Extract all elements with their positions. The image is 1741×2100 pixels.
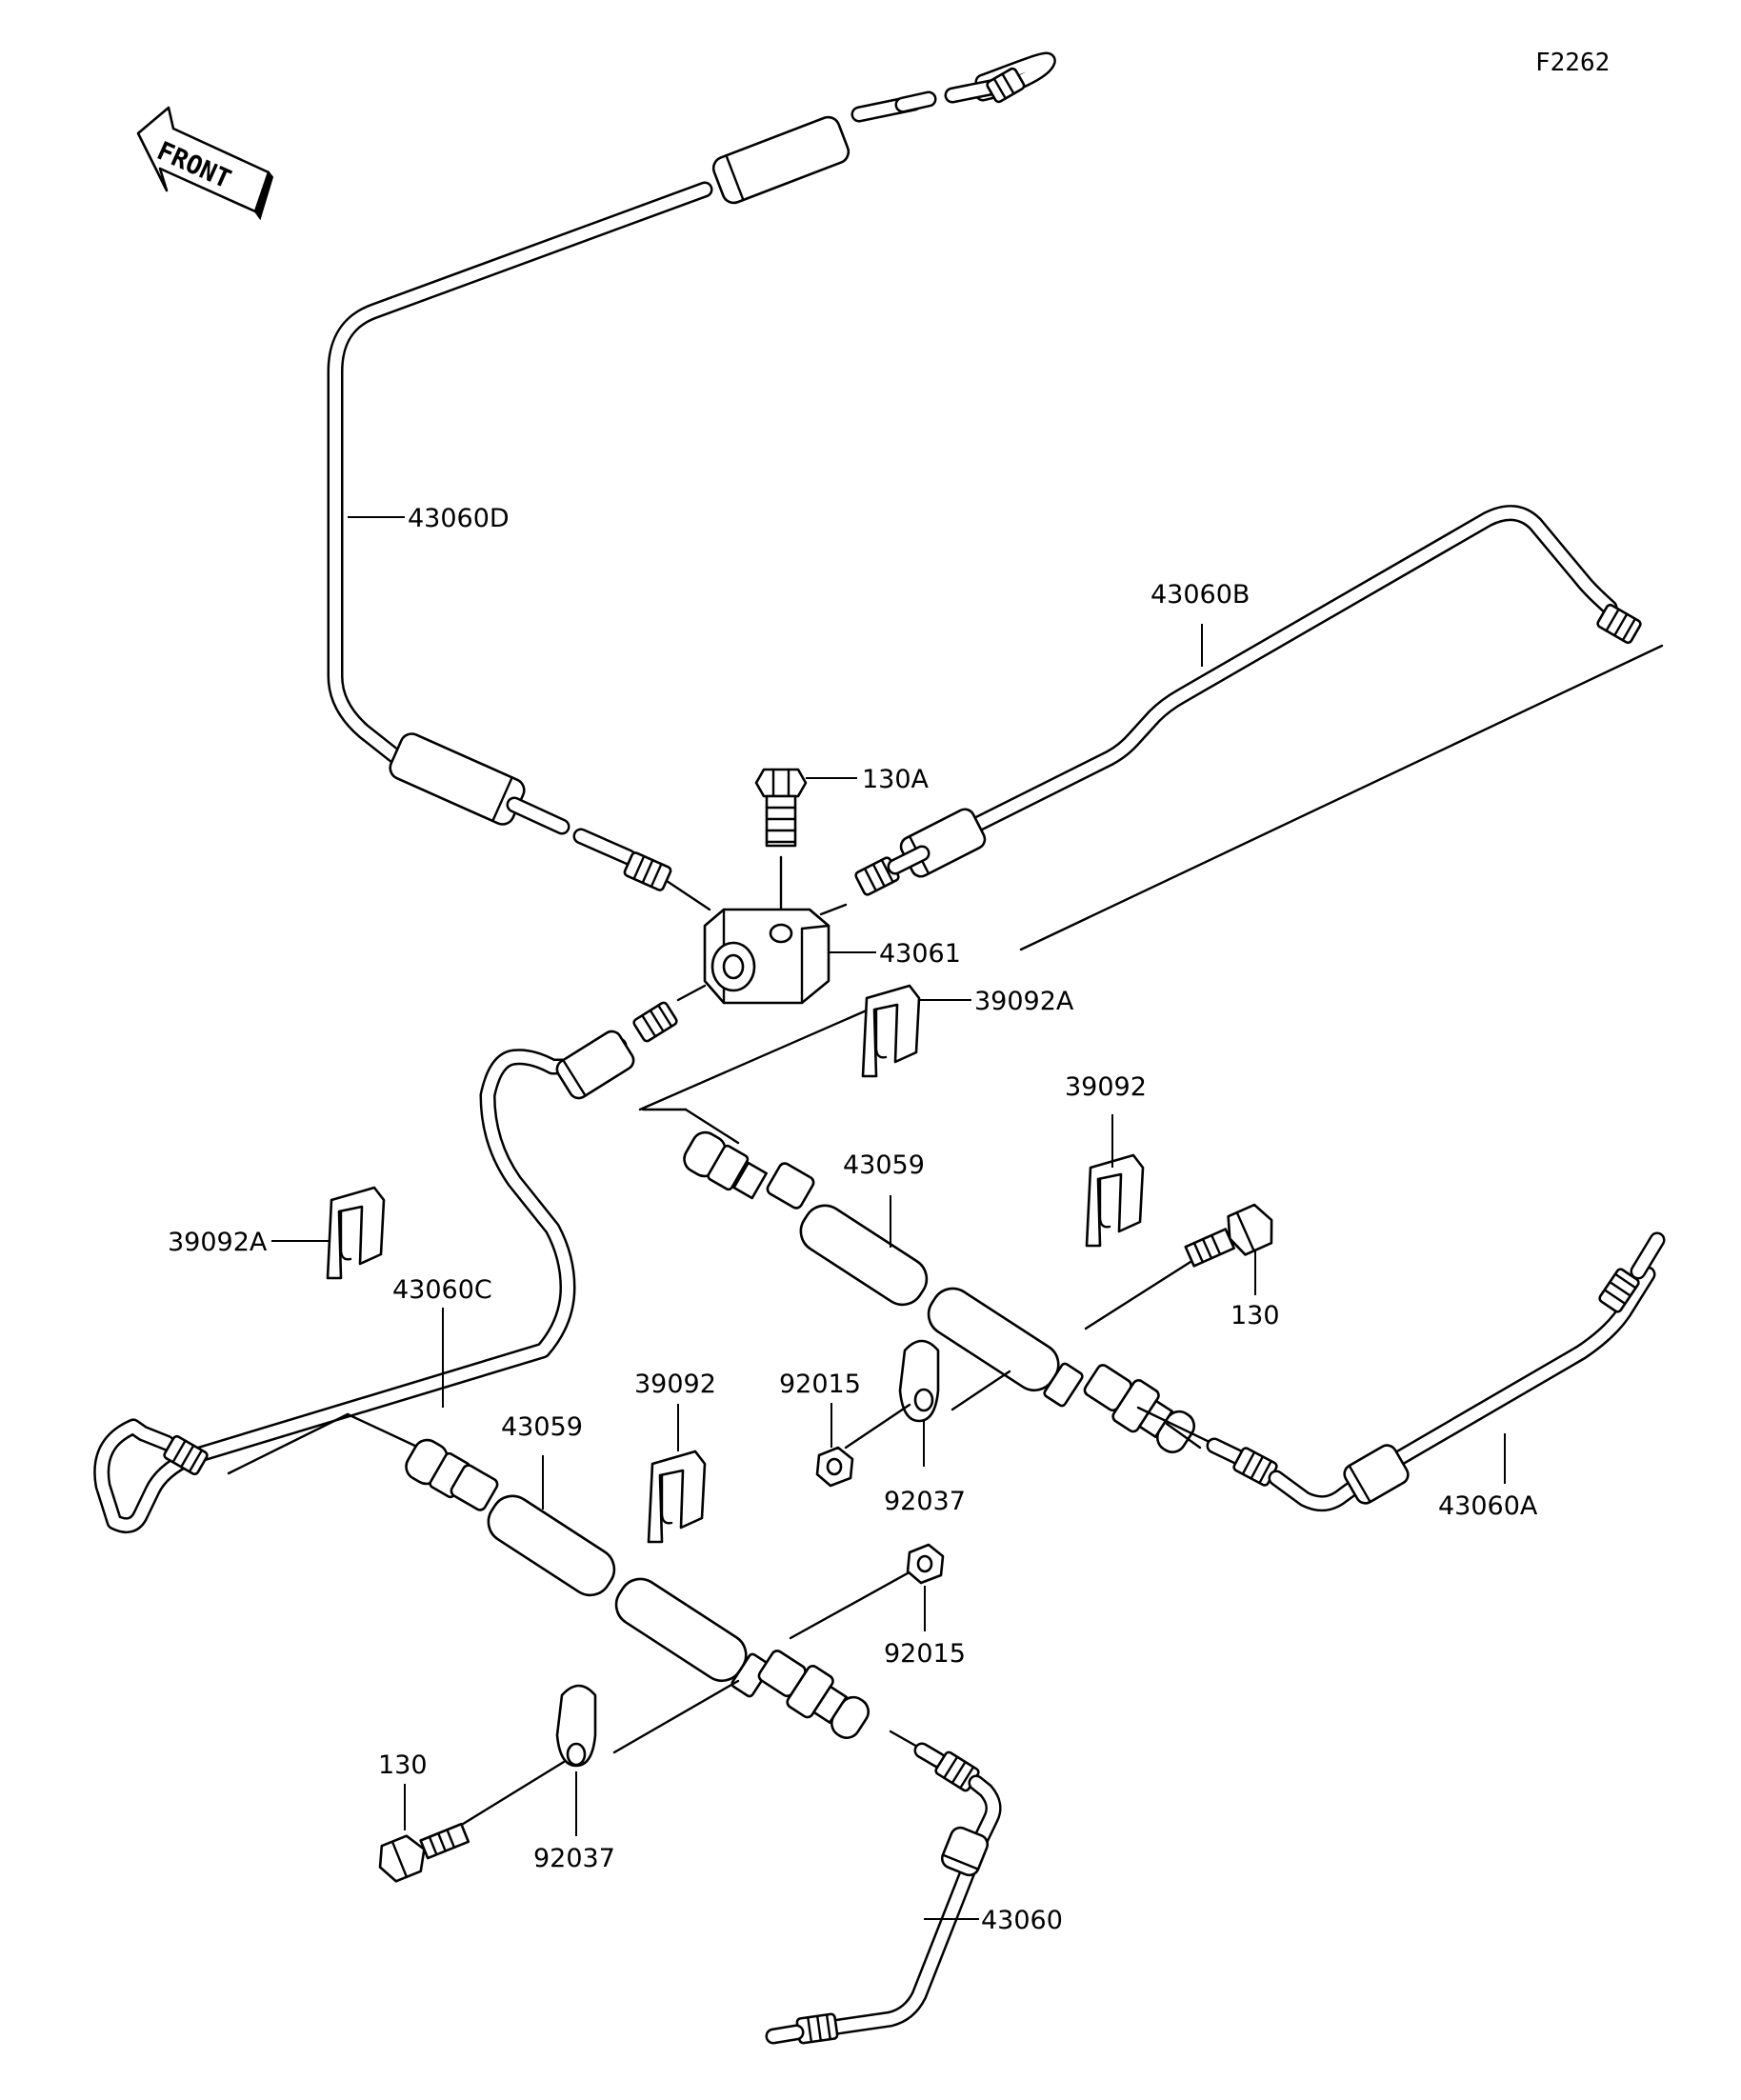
callout-130A: 130A [862,765,930,794]
callout-92037-lower: 92037 [533,1844,615,1873]
callout-43060: 43060 [981,1906,1063,1935]
callout-130-lower: 130 [378,1750,428,1780]
callout-43059-lower: 43059 [501,1412,583,1442]
brake-hose-43059-upper [641,1108,1202,1453]
callout-43060A: 43060A [1438,1491,1538,1521]
figure-id: F2262 [1535,49,1610,77]
nut-92015-upper [815,1446,854,1488]
callout-43059-upper: 43059 [843,1150,925,1180]
bolt-130-right [1084,1203,1273,1330]
nut-92015-lower [906,1543,945,1585]
clip-39092-right [1085,1153,1145,1248]
clip-39092-mid [647,1450,707,1544]
callout-92015-upper: 92015 [779,1370,861,1399]
clip-39092A-left [326,1186,386,1280]
callout-92015-lower: 92015 [884,1639,966,1669]
callout-39092-mid: 39092 [634,1370,716,1399]
bolt-130-lower [378,1822,470,1883]
callout-43060B: 43060B [1151,580,1250,610]
callout-43060D: 43060D [408,504,510,533]
brake-pipe-43060C [93,984,707,1534]
brake-pipe-43060D [327,51,1056,891]
callout-43060C: 43060C [392,1275,492,1305]
brake-hose-43059-lower [405,1438,916,1754]
callout-39092A-left: 39092A [168,1228,268,1257]
brake-pipe-43060B [638,505,1664,1111]
callout-leader-lines [271,516,1506,1920]
clip-39092A-top [861,984,921,1078]
callout-39092A-top: 39092A [974,987,1074,1016]
brake-pipe-43060 [765,1730,1002,2045]
front-direction-arrow-icon: FRONT [136,106,274,221]
bolt-130A [754,768,808,916]
clamp-92037-lower [446,1684,597,1835]
clamp-92037-upper [844,1339,1011,1450]
brake-pipe-43060A [1136,1231,1666,1512]
callout-39092-right: 39092 [1065,1072,1147,1102]
callout-92037-upper: 92037 [884,1487,966,1516]
brake-joint-43061 [665,879,848,1005]
callout-130-right: 130 [1231,1301,1280,1330]
callout-43061: 43061 [879,939,961,969]
